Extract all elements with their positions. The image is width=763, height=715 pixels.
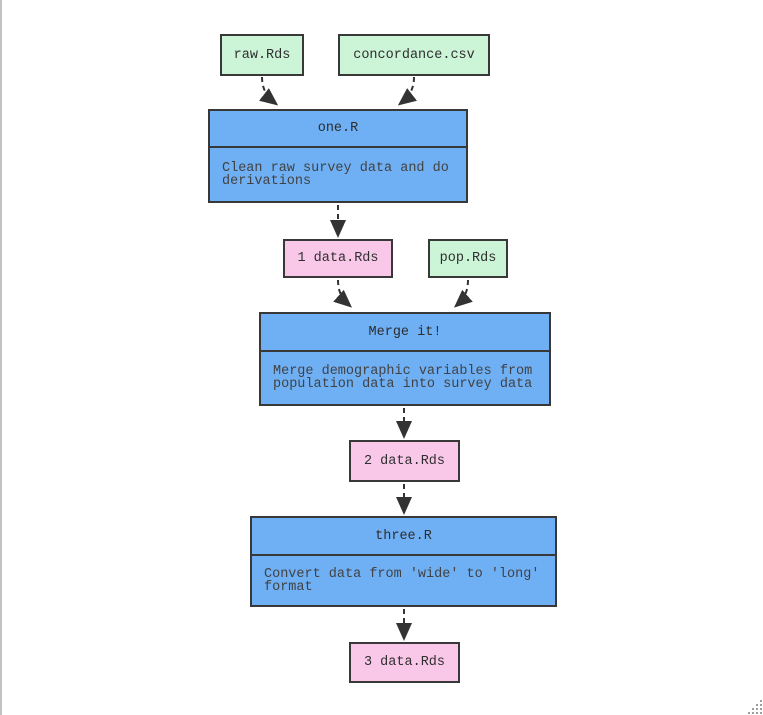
node-pop-rds-label: pop.Rds xyxy=(439,251,497,266)
node-merge-it-title: Merge it! xyxy=(261,314,549,352)
node-one-r-description: Clean raw survey data and do derivations xyxy=(222,160,449,189)
node-data1-rds-label: 1 data.Rds xyxy=(297,251,379,266)
node-three-r-description: Convert data from 'wide' to 'long' forma… xyxy=(264,566,540,595)
node-pop-rds: pop.Rds xyxy=(428,239,508,278)
node-data3-rds-label: 3 data.Rds xyxy=(363,655,445,670)
edge-pop-rds-to-merge-it xyxy=(453,279,473,308)
node-one-r-title: one.R xyxy=(210,111,466,148)
node-merge-it-description: Merge demographic variables from populat… xyxy=(273,364,533,392)
node-data1-rds: 1 data.Rds xyxy=(283,239,393,278)
node-three-r-title: three.R xyxy=(252,518,555,556)
node-data2-rds-label: 2 data.Rds xyxy=(363,453,445,469)
node-concordance-csv: concordance.csv xyxy=(338,34,490,76)
node-data3-rds: 3 data.Rds xyxy=(349,642,460,683)
node-raw-rds: raw.Rds xyxy=(220,34,304,76)
edge-concordance-csv-to-one-r xyxy=(397,76,417,106)
node-concordance-csv-label: concordance.csv xyxy=(353,47,475,63)
edge-data1-rds-to-merge-it xyxy=(333,279,353,308)
node-merge-it: Merge it! Merge demographic variables fr… xyxy=(259,312,551,406)
edge-raw-rds-to-one-r xyxy=(259,76,279,106)
node-data2-rds: 2 data.Rds xyxy=(349,440,460,482)
resize-grip-icon[interactable] xyxy=(748,700,762,714)
node-three-r: three.R Convert data from 'wide' to 'lon… xyxy=(250,516,557,607)
node-one-r: one.R Clean raw survey data and do deriv… xyxy=(208,109,468,203)
node-raw-rds-label: raw.Rds xyxy=(233,47,291,63)
window-left-border xyxy=(0,0,2,715)
